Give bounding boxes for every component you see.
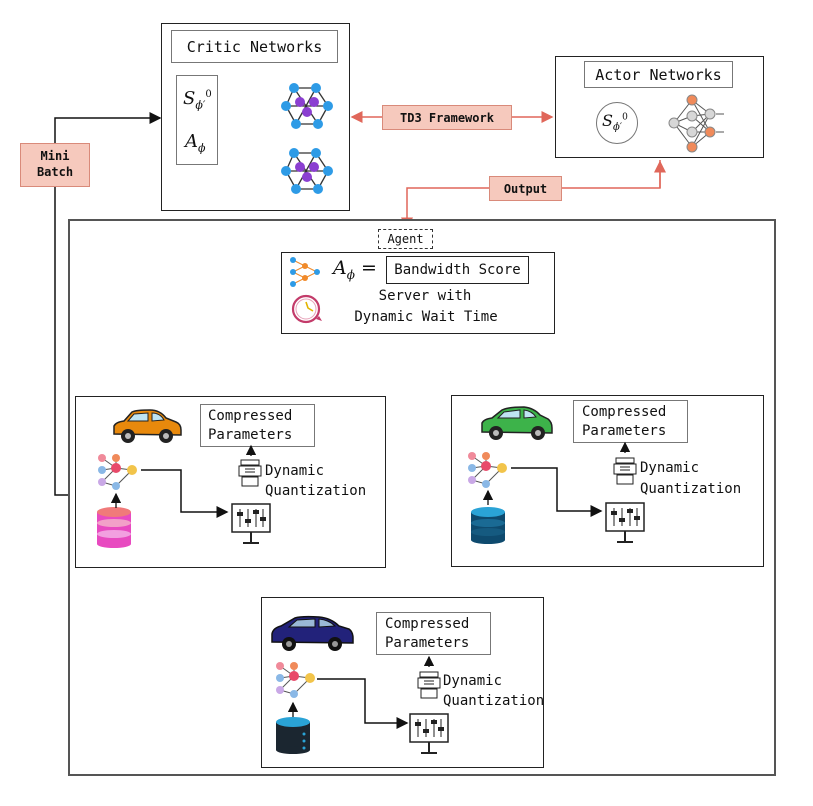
actor-title-box: Actor Networks xyxy=(584,61,733,88)
critic-network-icon-2 xyxy=(281,148,333,194)
actor-state-circle: Sϕ′0 xyxy=(596,102,638,144)
dynamic-quant-3-line2: Quantization xyxy=(443,693,545,709)
server-line-2: Dynamic Wait Time xyxy=(354,309,498,325)
bandwidth-score-label: Bandwidth Score xyxy=(394,262,521,278)
database-icon-1 xyxy=(97,507,131,548)
client-flow-lines-3 xyxy=(287,655,435,729)
quantizer-icon-2 xyxy=(613,457,637,485)
agent-network-icon xyxy=(290,257,320,287)
car-icon-1 xyxy=(113,409,182,443)
actor-title: Actor Networks xyxy=(595,66,722,84)
client-graph-icon-2 xyxy=(468,452,507,488)
compressed-params-box-2: Compressed Parameters xyxy=(573,400,688,443)
actor-state-symbol: Sϕ′0 xyxy=(602,111,628,134)
wait-time-clock-icon xyxy=(291,294,322,324)
critic-input-box: Sϕ′0 Aϕ xyxy=(176,75,218,165)
critic-network-icon-1 xyxy=(281,83,333,129)
database-icon-2 xyxy=(471,507,505,544)
dynamic-quant-1-line1: Dynamic xyxy=(265,463,325,479)
client-graph-icon-3 xyxy=(276,662,315,698)
server-line-1: Server with xyxy=(378,288,472,304)
car-body xyxy=(113,409,182,436)
output-label: Output xyxy=(489,176,562,201)
dynamic-quant-3-line1: Dynamic xyxy=(443,673,503,689)
client-graph-icon-1 xyxy=(98,454,137,490)
agent-formula: Aϕ = xyxy=(333,257,377,282)
client-flow-lines-1 xyxy=(110,444,257,518)
database-icon-3 xyxy=(276,717,310,754)
car-icon-2 xyxy=(481,406,553,440)
quantizer-icon-1 xyxy=(238,459,262,487)
dynamic-quant-1-line2: Quantization xyxy=(265,483,367,499)
td3-framework-label: TD3 Framework xyxy=(382,105,512,130)
critic-state-symbol: Sϕ′0 xyxy=(183,88,212,112)
bandwidth-score-box: Bandwidth Score xyxy=(386,256,529,284)
dynamic-quant-2-line2: Quantization xyxy=(640,481,742,497)
car-icon-3 xyxy=(271,615,354,651)
actor-network-icon xyxy=(668,94,724,153)
critic-title: Critic Networks xyxy=(186,38,323,56)
dynamic-quant-2-line1: Dynamic xyxy=(640,460,700,476)
equalizer-monitor-icon-2 xyxy=(605,502,645,543)
compressed-params-box-1: Compressed Parameters xyxy=(200,404,315,447)
quantizer-icon-3 xyxy=(417,671,441,699)
critic-action-symbol: Aϕ xyxy=(185,131,206,155)
compressed-params-box-3: Compressed Parameters xyxy=(376,612,491,655)
equalizer-monitor-icon-1 xyxy=(231,503,271,544)
client-flow-lines-2 xyxy=(482,441,631,517)
equalizer-monitor-icon-3 xyxy=(409,713,449,754)
critic-title-box: Critic Networks xyxy=(171,30,338,63)
agent-tag: Agent xyxy=(378,229,433,249)
